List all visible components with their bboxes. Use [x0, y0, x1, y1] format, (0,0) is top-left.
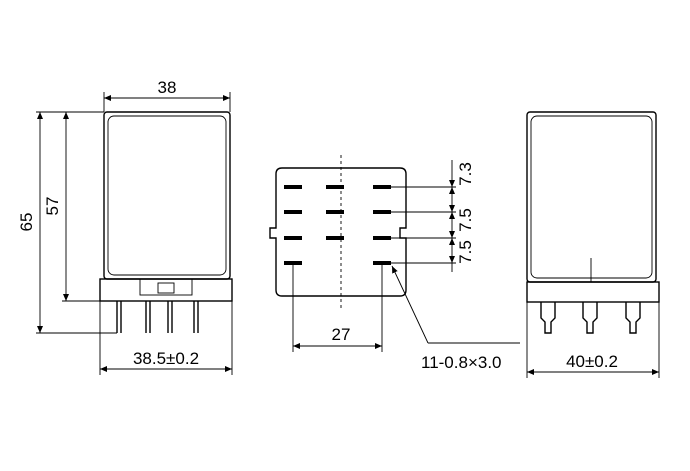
pin-slots	[284, 185, 391, 265]
bottom-view: 7.3 7.5 7.5 27 11-0.8×3.0	[269, 155, 520, 372]
bottom-base-outline	[269, 167, 407, 297]
front-base-label: 38.5±0.2	[133, 349, 199, 368]
front-cover-outline	[103, 111, 231, 280]
pin-slot	[326, 185, 344, 189]
side-pins	[540, 302, 641, 334]
total-height-label: 65	[17, 213, 36, 232]
pin-spacing-label: 27	[332, 325, 351, 344]
front-cover-inner	[107, 115, 227, 276]
side-cover-outline	[526, 111, 657, 283]
body-height-label: 57	[43, 197, 62, 216]
front-base	[99, 278, 233, 302]
pin-slot	[284, 236, 302, 240]
front-latch-tab	[157, 282, 175, 294]
pin-spec-label: 11-0.8×3.0	[421, 353, 502, 372]
pin-slot	[326, 210, 344, 214]
row-pitch-top-label: 7.3	[456, 162, 475, 186]
front-latch	[139, 278, 193, 296]
side-base-label: 40±0.2	[566, 352, 618, 371]
pin-slot	[326, 236, 344, 240]
front-pins	[116, 301, 199, 333]
side-view: 40±0.2	[526, 111, 660, 378]
side-cover-inner	[530, 115, 653, 279]
pin-slot	[373, 210, 391, 214]
pin-slot	[373, 236, 391, 240]
row-pitch-low-label: 7.5	[456, 240, 475, 264]
pin-slot	[373, 185, 391, 189]
row-pitch-mid-label: 7.5	[456, 208, 475, 232]
pin-spec-leader	[391, 265, 429, 344]
side-base	[526, 281, 660, 303]
front-view: 38 65 57 38.5±0.2	[17, 78, 233, 375]
pin-slot	[284, 185, 302, 189]
pin-slot	[284, 210, 302, 214]
front-width-label: 38	[158, 78, 177, 97]
